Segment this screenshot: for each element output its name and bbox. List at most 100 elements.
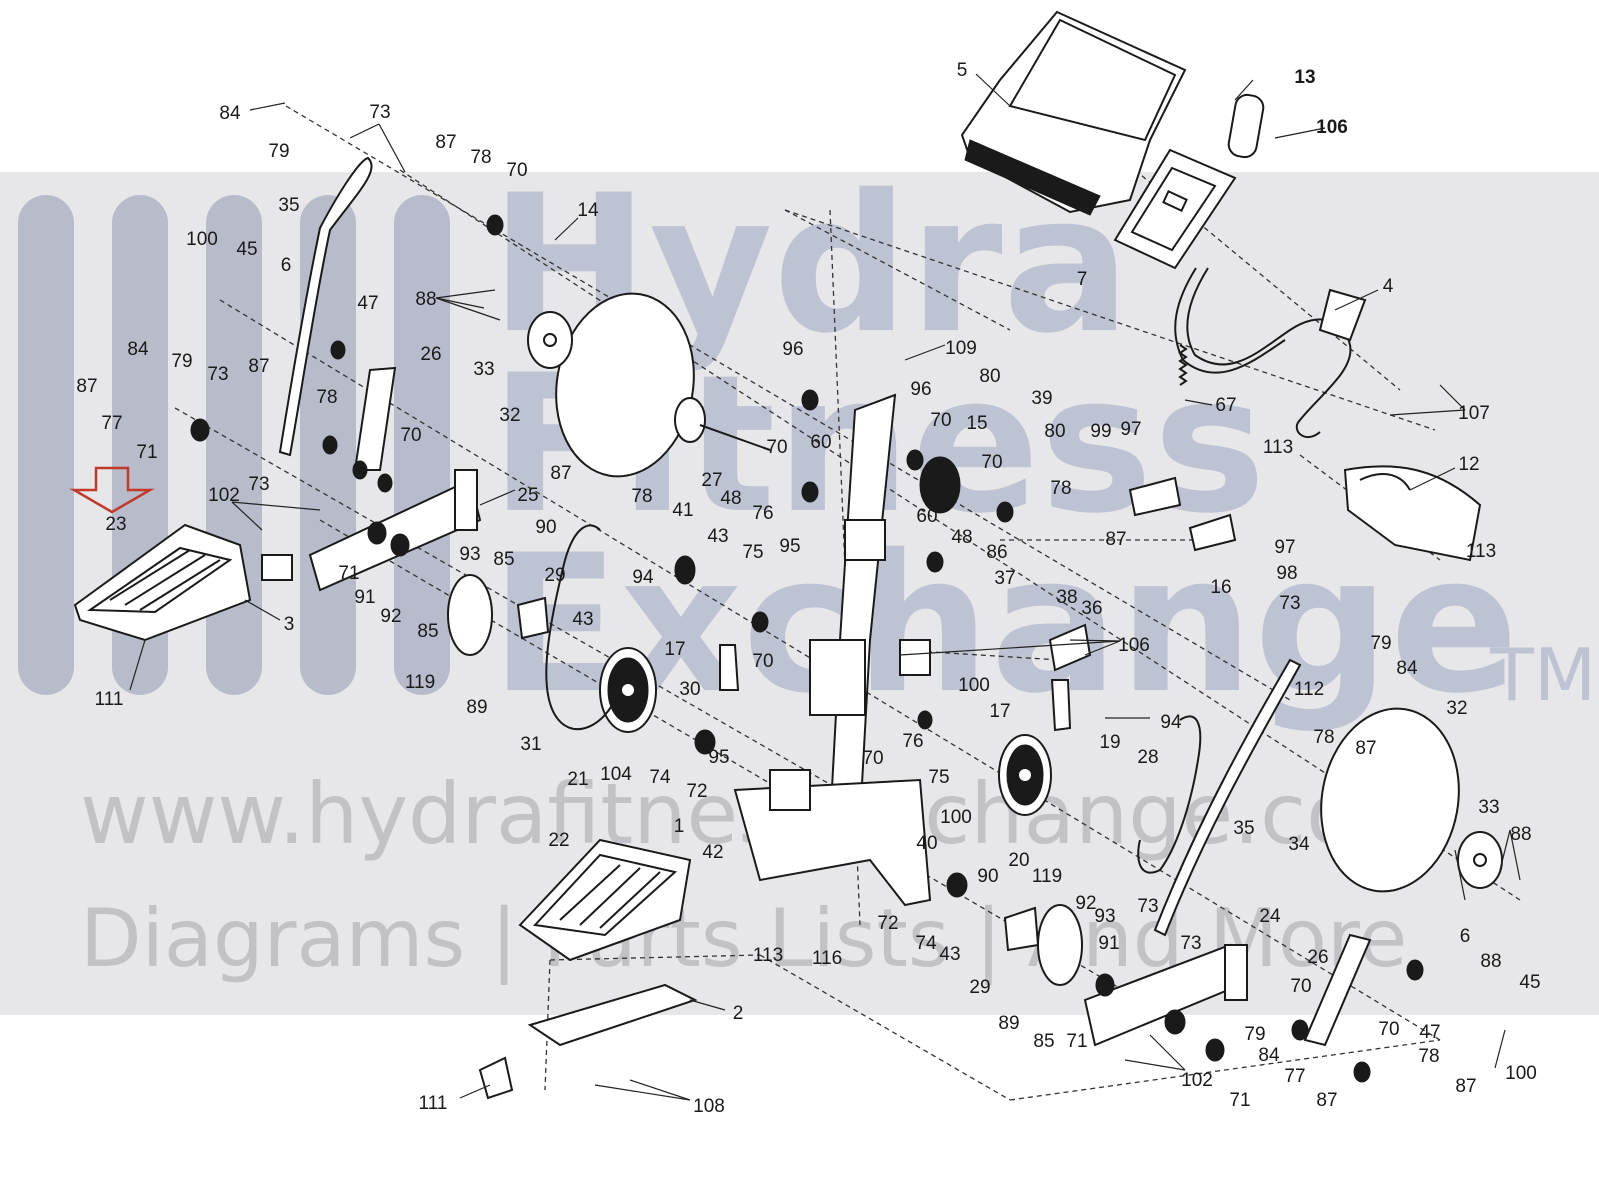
part-callout-label: 78 xyxy=(631,486,652,507)
part-callout-label: 34 xyxy=(1288,834,1310,855)
part-callout-label: 87 xyxy=(1105,529,1126,550)
part-callout-label: 112 xyxy=(1294,679,1324,700)
part-callout-label: 19 xyxy=(1099,732,1120,753)
part-callout-label: 89 xyxy=(466,697,487,718)
part-callout-label: 85 xyxy=(417,621,438,642)
part-callout-label: 20 xyxy=(1008,850,1029,871)
part-callout-label: 106 xyxy=(1316,117,1348,138)
part-callout-label: 24 xyxy=(1259,906,1281,927)
part-callout-label: 31 xyxy=(520,734,541,755)
part-callout-label: 73 xyxy=(1137,896,1158,917)
part-callout-label: 99 xyxy=(1090,421,1111,442)
watermark-brand-line3: Exchange xyxy=(490,514,1519,735)
pivot-bracket-left xyxy=(516,596,740,691)
part-callout-label: 113 xyxy=(1263,437,1293,458)
part-callout-label: 48 xyxy=(951,527,972,548)
part-callout-label: 76 xyxy=(752,503,773,524)
part-callout-label: 67 xyxy=(1215,395,1236,416)
watermark-tm: TM xyxy=(1489,633,1596,717)
part-callout-label: 29 xyxy=(544,565,565,586)
part-callout-label: 95 xyxy=(779,536,800,557)
part-callout-label: 88 xyxy=(1510,824,1531,845)
part-callout-label: 2 xyxy=(733,1003,744,1024)
part-callout-label: 70 xyxy=(766,437,787,458)
part-callout-label: 7 xyxy=(1077,269,1088,290)
part-callout-label: 60 xyxy=(916,506,937,527)
part-callout-label: 32 xyxy=(499,405,520,426)
part-callout-label: 79 xyxy=(171,351,192,372)
part-callout-label: 88 xyxy=(1480,951,1501,972)
part-callout-label: 89 xyxy=(998,1013,1019,1034)
part-callout-label: 47 xyxy=(357,293,378,314)
hardware-bearings xyxy=(190,214,1424,1083)
crank-arm-right xyxy=(1303,933,1372,1047)
part-callout-label: 70 xyxy=(400,425,421,446)
part-callout-label: 98 xyxy=(1276,563,1297,584)
part-callout-label: 48 xyxy=(720,488,741,509)
resistance-bracket xyxy=(1048,476,1237,672)
part-callout-label: 6 xyxy=(1460,926,1471,947)
part-callout-label: 90 xyxy=(977,866,998,887)
part-callout-label: 39 xyxy=(1031,388,1052,409)
part-callout-label: 15 xyxy=(966,413,987,434)
part-callout-label: 73 xyxy=(207,364,228,385)
spring xyxy=(1178,344,1188,386)
part-callout-label: 72 xyxy=(877,913,898,934)
part-callout-label: 91 xyxy=(1098,933,1119,954)
flywheel-disc-right xyxy=(1320,707,1460,893)
part-callout-label: 35 xyxy=(1233,818,1254,839)
part-callout-label: 119 xyxy=(405,672,435,693)
part-callout-label: 38 xyxy=(1056,587,1077,608)
pedal-plate xyxy=(527,983,698,1047)
part-callout-label: 3 xyxy=(284,614,295,635)
part-callout-label: 43 xyxy=(572,609,593,630)
part-callout-label: 97 xyxy=(1120,419,1141,440)
part-callout-label: 75 xyxy=(928,767,949,788)
part-callout-label: 79 xyxy=(268,141,289,162)
part-callout-label: 36 xyxy=(1081,598,1102,619)
part-callout-label: 95 xyxy=(708,747,729,768)
part-callout-label: 78 xyxy=(1313,727,1334,748)
part-callout-label: 71 xyxy=(136,442,157,463)
idler-pulley-right xyxy=(1037,904,1083,986)
part-callout-label: 30 xyxy=(679,679,700,700)
pedal-right xyxy=(518,838,692,962)
idler-pulley-left xyxy=(447,574,493,656)
part-callout-label: 13 xyxy=(1294,67,1315,88)
part-callout-label: 79 xyxy=(1370,633,1391,654)
part-callout-label: 74 xyxy=(649,767,671,788)
console-bracket xyxy=(1113,148,1237,270)
leader-lines xyxy=(129,79,1521,1101)
part-callout-label: 72 xyxy=(686,781,707,802)
part-callout-label: 71 xyxy=(338,563,359,584)
part-callout-label: 42 xyxy=(702,842,723,863)
part-callout-label: 78 xyxy=(1418,1046,1439,1067)
part-callout-label: 12 xyxy=(1458,454,1479,475)
part-callout-label: 23 xyxy=(105,514,126,535)
highlight-arrow xyxy=(69,466,155,514)
part-callout-label: 87 xyxy=(76,376,97,397)
drive-belt-right xyxy=(1137,715,1202,874)
crank-hub-right xyxy=(1457,831,1503,889)
part-callout-label: 70 xyxy=(1378,1019,1399,1040)
part-callout-label: 92 xyxy=(1075,893,1096,914)
console-assembly xyxy=(960,10,1187,216)
assembly-guide-lines xyxy=(174,105,1521,1101)
part-callout-label: 91 xyxy=(354,587,375,608)
part-callout-label: 14 xyxy=(577,200,599,221)
part-callout-label: 71 xyxy=(1229,1090,1250,1111)
part-callout-label: 43 xyxy=(707,526,728,547)
part-callout-label: 90 xyxy=(535,517,556,538)
part-callout-label: 75 xyxy=(742,542,763,563)
part-callout-label: 35 xyxy=(278,195,299,216)
part-callout-label: 43 xyxy=(939,944,960,965)
part-callout-label: 97 xyxy=(1274,537,1295,558)
part-callout-label: 96 xyxy=(782,339,803,360)
part-callout-label: 116 xyxy=(812,948,842,969)
part-callout-label: 108 xyxy=(693,1096,725,1117)
part-callout-label: 32 xyxy=(1446,698,1467,719)
part-callout-label: 76 xyxy=(902,731,923,752)
part-callout-label: 71 xyxy=(1066,1031,1087,1052)
part-callout-label: 87 xyxy=(550,463,571,484)
